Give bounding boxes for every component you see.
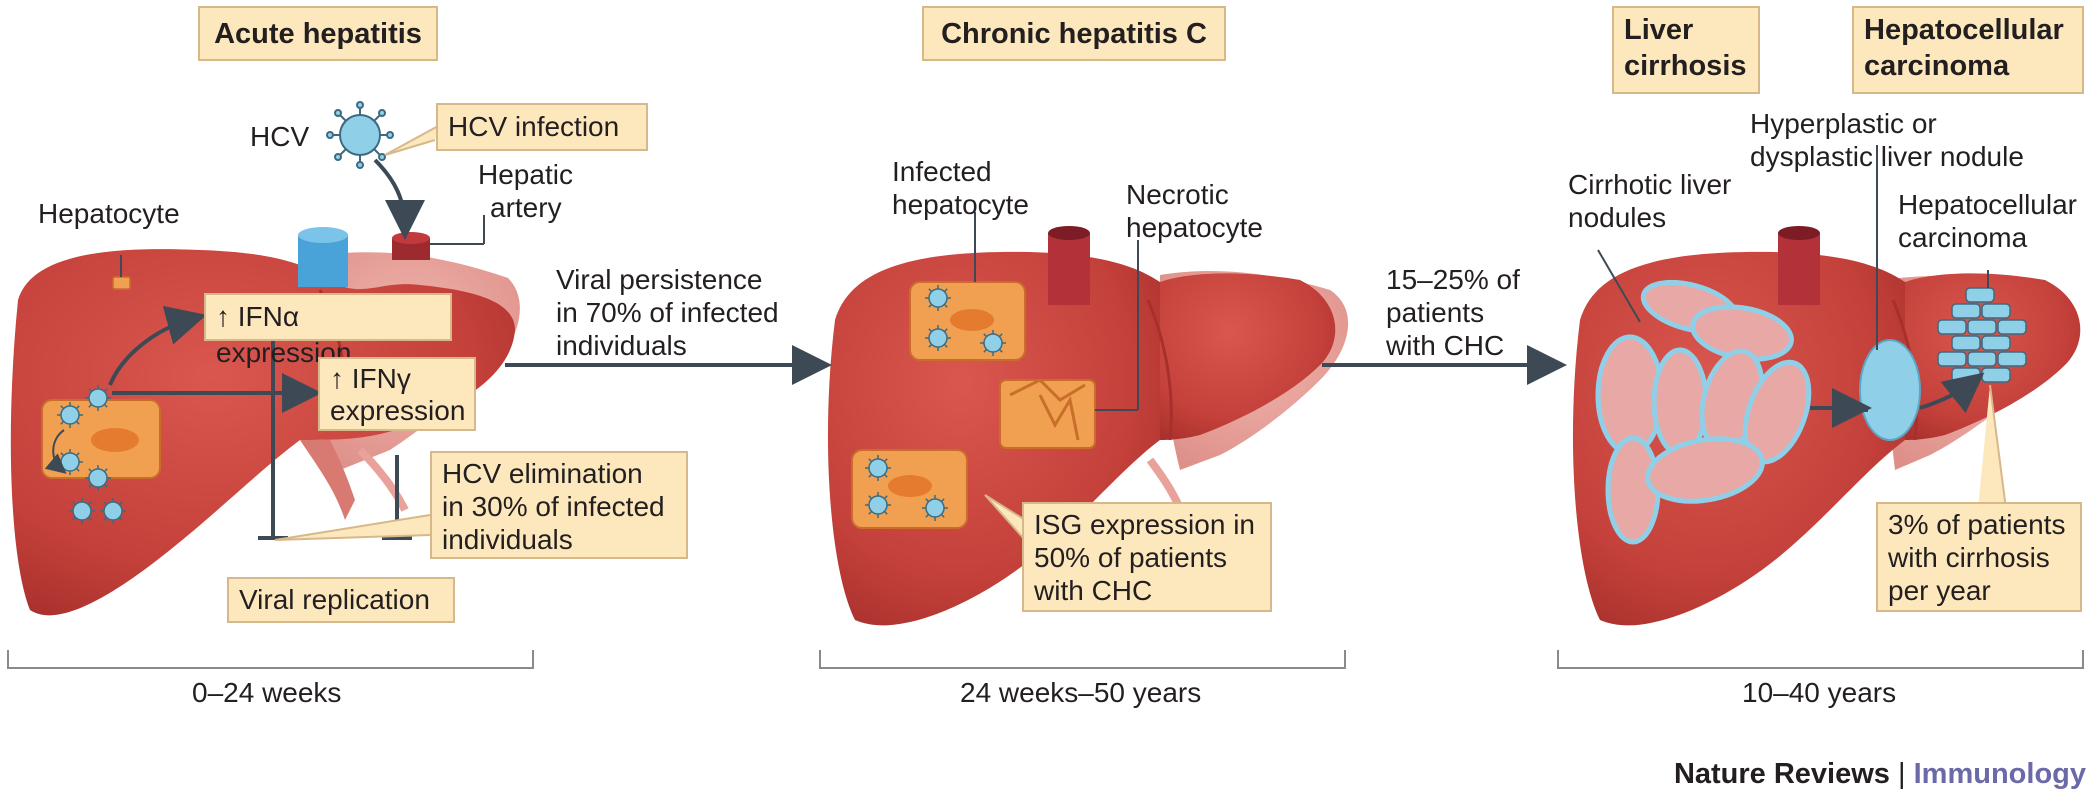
ifn-gamma-l1: ↑ IFNγ bbox=[330, 363, 411, 394]
footer-separator: | bbox=[1898, 758, 1906, 790]
hcc-label-l2: carcinoma bbox=[1898, 222, 2028, 253]
footer-journal: Nature Reviews bbox=[1673, 758, 1890, 790]
transition-persistence-l2: in 70% of infected bbox=[556, 297, 779, 328]
isg-expression-l1: ISG expression in bbox=[1034, 509, 1255, 540]
duration-acute: 0–24 weeks bbox=[192, 677, 342, 708]
infected-hepatocyte-l1: Infected bbox=[892, 156, 992, 187]
isg-expression-l2: 50% of patients bbox=[1034, 542, 1228, 573]
isg-expression-l3: with CHC bbox=[1034, 575, 1153, 606]
hcv-infection-callout: HCV infection bbox=[436, 103, 648, 151]
stage-title-acute: Acute hepatitis bbox=[198, 6, 438, 61]
hepatic-artery-label-l2: artery bbox=[490, 192, 562, 223]
footer-section: Immunology bbox=[1913, 758, 2086, 790]
hcv-elimination-callout: HCV elimination in 30% of infected indiv… bbox=[430, 451, 688, 559]
transition-progression-l1: 15–25% of bbox=[1386, 264, 1520, 295]
hepatocyte-label: Hepatocyte bbox=[38, 198, 180, 229]
cirrhotic-nodules-l2: nodules bbox=[1568, 202, 1667, 233]
stage-title-cirrhosis-l2: cirrhosis bbox=[1624, 50, 1747, 82]
stage-title-cirrhosis-l1: Liver bbox=[1624, 14, 1694, 46]
hcc-rate-l1: 3% of patients bbox=[1888, 509, 2066, 540]
hcv-elimination-l1: HCV elimination bbox=[442, 458, 643, 489]
viral-replication-box: Viral replication bbox=[227, 577, 455, 623]
hcv-elimination-l2: in 30% of infected bbox=[442, 491, 665, 522]
necrotic-hepatocyte-l2: hepatocyte bbox=[1126, 212, 1263, 243]
dysplastic-nodule-l1: Hyperplastic or bbox=[1750, 108, 1937, 139]
stage-title-cirrhosis: Liver cirrhosis bbox=[1612, 6, 1760, 94]
isg-expression-callout: ISG expression in 50% of patients with C… bbox=[1022, 502, 1272, 612]
transition-progression: 15–25% of patients with CHC bbox=[1386, 263, 1520, 362]
necrotic-hepatocyte-l1: Necrotic bbox=[1126, 179, 1229, 210]
necrotic-hepatocyte-label: Necrotic hepatocyte bbox=[1126, 178, 1263, 244]
stage-title-hcc-l1: Hepatocellular bbox=[1864, 14, 2064, 46]
duration-chronic: 24 weeks–50 years bbox=[960, 677, 1202, 708]
journal-footer: Nature Reviews | Immunology bbox=[1674, 758, 2086, 791]
infected-hepatocyte-l2: hepatocyte bbox=[892, 189, 1029, 220]
ifn-gamma-box: ↑ IFNγ expression bbox=[318, 357, 476, 431]
hcc-label: Hepatocellular carcinoma bbox=[1898, 188, 2077, 254]
dysplastic-nodule-l2: dysplastic liver nodule bbox=[1750, 141, 2024, 172]
transition-progression-l3: with CHC bbox=[1386, 330, 1505, 361]
stage-title-hcc: Hepatocellular carcinoma bbox=[1852, 6, 2084, 94]
duration-late: 10–40 years bbox=[1742, 677, 1897, 708]
timeline-brackets bbox=[7, 650, 2084, 669]
hcc-rate-l3: per year bbox=[1888, 575, 1991, 606]
infected-hepatocyte-label: Infected hepatocyte bbox=[892, 155, 1029, 221]
stage-title-hcc-l2: carcinoma bbox=[1864, 50, 2010, 82]
liver-cirrhosis bbox=[1572, 145, 2081, 626]
hcv-label: HCV bbox=[250, 121, 310, 152]
hepatic-artery-label-l1: Hepatic bbox=[478, 159, 573, 190]
liver-chronic bbox=[827, 212, 1349, 626]
dysplastic-nodule-label: Hyperplastic or dysplastic liver nodule bbox=[1750, 107, 2024, 173]
transition-persistence-l1: Viral persistence bbox=[556, 264, 763, 295]
stage-title-chronic: Chronic hepatitis C bbox=[922, 6, 1226, 61]
hcc-label-l1: Hepatocellular bbox=[1898, 189, 2077, 220]
cirrhotic-nodules-label: Cirrhotic liver nodules bbox=[1568, 168, 1731, 234]
transition-persistence-l3: individuals bbox=[556, 330, 687, 361]
cirrhotic-nodules-l1: Cirrhotic liver bbox=[1568, 169, 1732, 200]
hcc-rate-callout: 3% of patients with cirrhosis per year bbox=[1876, 502, 2082, 612]
ifn-gamma-l2: expression bbox=[330, 395, 466, 426]
transition-progression-l2: patients bbox=[1386, 297, 1485, 328]
hcv-elimination-l3: individuals bbox=[442, 524, 573, 555]
hcc-rate-l2: with cirrhosis bbox=[1888, 542, 2050, 573]
ifn-alpha-box: ↑ IFNα expression bbox=[204, 293, 452, 368]
transition-persistence: Viral persistence in 70% of infected ind… bbox=[556, 263, 779, 362]
